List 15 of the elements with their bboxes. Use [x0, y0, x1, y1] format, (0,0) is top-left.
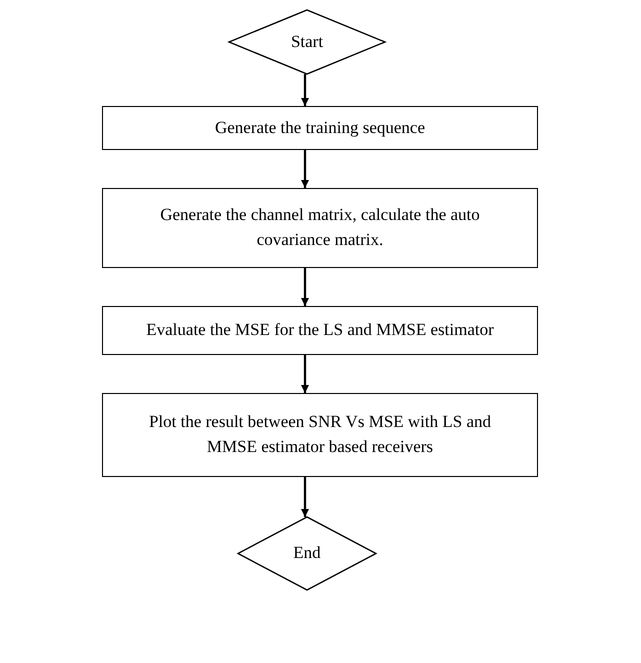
node-text: Evaluate the MSE for the LS and MMSE estimator [145, 319, 495, 342]
arrow [301, 268, 309, 306]
arrow [301, 150, 309, 188]
node-text: Generate the channel matrix, calculate the auto covariance matrix. [159, 204, 481, 251]
process-box [102, 188, 538, 268]
node-text: Plot the result between SNR Vs MSE with LS and MMSE estimator based receivers [148, 411, 492, 458]
node-text: End [293, 542, 321, 564]
node-text: Start [290, 30, 324, 53]
process-box [102, 306, 538, 355]
process-box [102, 393, 538, 477]
arrow [301, 355, 309, 393]
node-text: Generate the training sequence [214, 116, 426, 139]
process-box [102, 106, 538, 150]
arrow [301, 477, 309, 517]
arrow [301, 74, 309, 106]
